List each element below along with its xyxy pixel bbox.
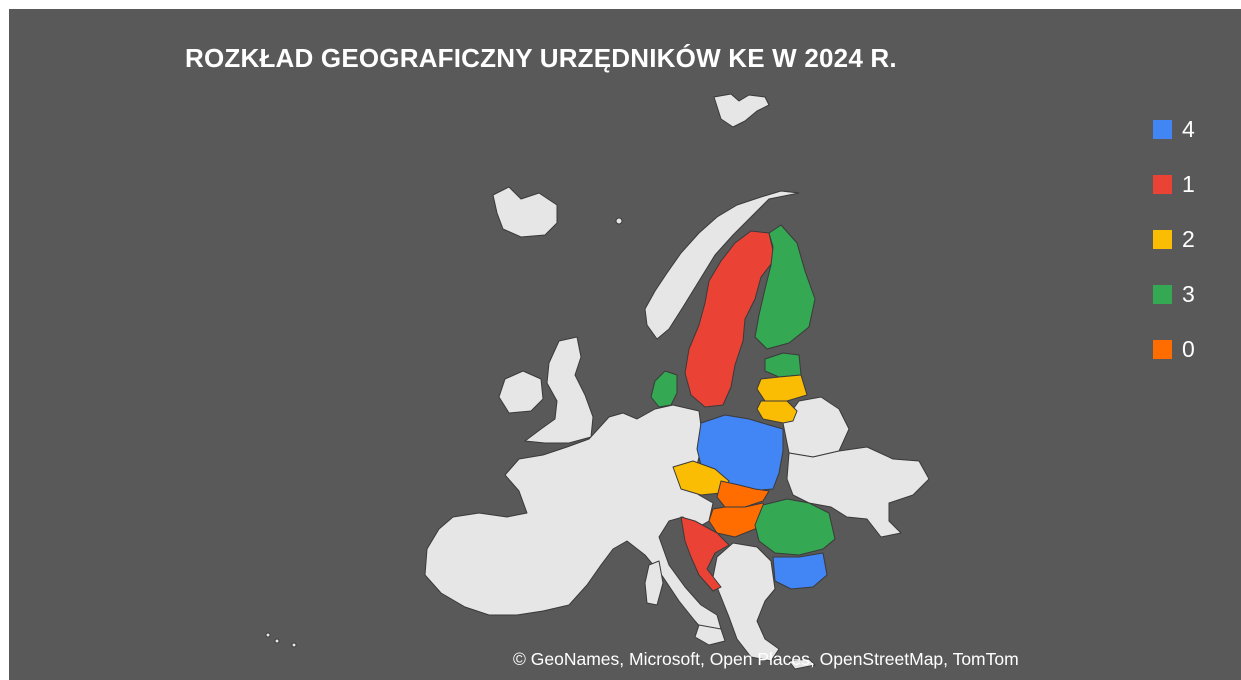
svalbard (713, 93, 770, 128)
legend-label: 1 (1182, 170, 1195, 197)
bulgaria (772, 552, 828, 590)
finland (754, 224, 816, 350)
ireland (498, 370, 544, 414)
norway (644, 190, 800, 340)
legend-item[interactable]: 4 (1153, 115, 1223, 143)
crete (788, 658, 816, 670)
legend-item[interactable]: 1 (1153, 170, 1223, 198)
legend-label: 2 (1182, 225, 1195, 252)
legend-item[interactable]: 0 (1153, 335, 1223, 363)
sweden (684, 230, 776, 408)
estonia (764, 352, 802, 378)
map-attribution: © GeoNames, Microsoft, Open Places, Open… (513, 649, 1019, 669)
legend-swatch (1153, 174, 1172, 194)
europe-map[interactable] (9, 9, 1241, 680)
highlighted-countries[interactable] (650, 224, 836, 592)
canary-island (265, 632, 271, 638)
great-britain (524, 336, 594, 444)
canary-island (291, 642, 297, 648)
sicily (694, 624, 726, 646)
sardinia (644, 560, 664, 606)
faroe-islands (615, 217, 623, 225)
legend-label: 0 (1182, 335, 1195, 362)
small-islands (265, 217, 623, 648)
legend-item[interactable]: 2 (1153, 225, 1223, 253)
canary-island (274, 638, 280, 644)
croatia (680, 516, 730, 592)
legend-item[interactable]: 3 (1153, 280, 1223, 308)
iceland (492, 186, 558, 238)
legend-swatch (1153, 119, 1172, 139)
legend-swatch (1153, 229, 1172, 249)
legend-swatch (1153, 284, 1172, 304)
legend-swatch (1153, 339, 1172, 359)
legend-label: 4 (1182, 115, 1195, 142)
latvia (756, 374, 808, 402)
legend-label: 3 (1182, 280, 1195, 307)
lithuania (756, 400, 798, 424)
map-frame: ROZKŁAD GEOGRAFICZNY URZĘDNIKÓW KE W 202… (9, 9, 1241, 680)
romania (754, 498, 836, 556)
base-land (424, 93, 930, 670)
belarus (782, 396, 850, 458)
denmark (650, 370, 678, 408)
legend: 4 1 2 3 0 (1153, 115, 1223, 390)
balkans (712, 542, 780, 662)
map-title: ROZKŁAD GEOGRAFICZNY URZĘDNIKÓW KE W 202… (185, 43, 897, 73)
slovakia (716, 480, 770, 508)
